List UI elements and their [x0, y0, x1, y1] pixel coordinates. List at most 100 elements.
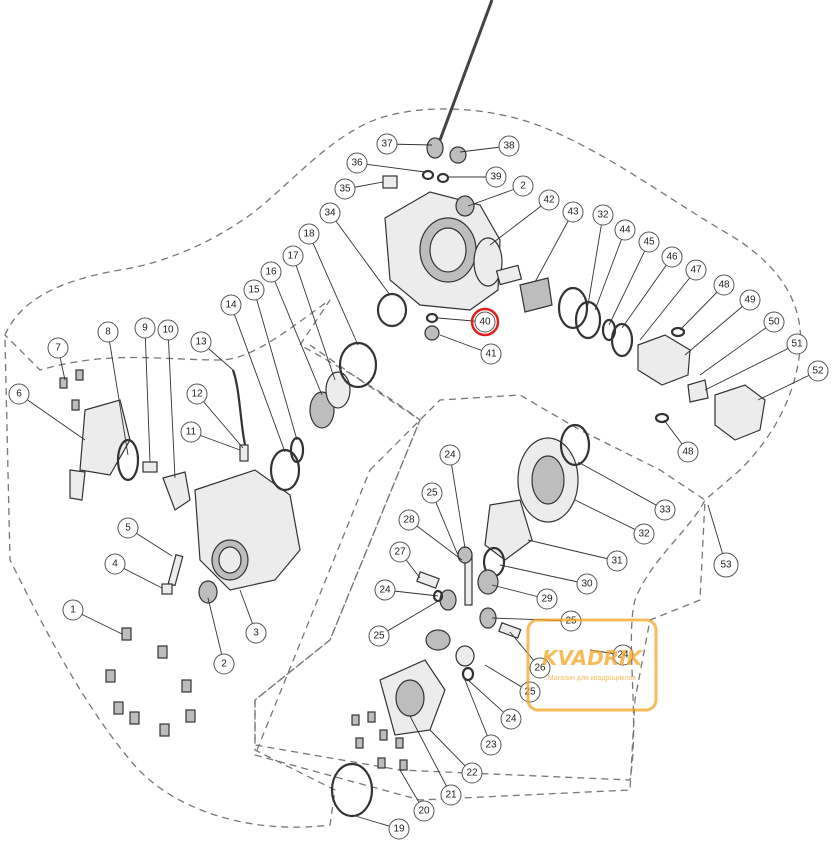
shim-34 [376, 292, 408, 328]
front-gear-case-3 [194, 469, 301, 591]
callout-circle [157, 319, 179, 341]
pinion-gear [495, 264, 553, 313]
callout-p14[interactable]: 14 [220, 294, 242, 316]
callout-p8[interactable]: 8 [97, 321, 119, 343]
callout-p48a[interactable]: 48 [713, 274, 735, 296]
callout-p31[interactable]: 31 [606, 550, 628, 572]
callout-p9[interactable]: 9 [134, 317, 156, 339]
callout-p16[interactable]: 16 [260, 261, 282, 283]
callout-circle [612, 644, 634, 666]
upper-group-outline [4, 108, 802, 781]
callout-p29[interactable]: 29 [536, 588, 558, 610]
callout-p34[interactable]: 34 [319, 202, 341, 224]
leader-p52 [757, 370, 819, 401]
callout-circle [480, 734, 502, 756]
callout-p46[interactable]: 46 [661, 246, 683, 268]
callout-circle [633, 523, 655, 545]
callout-p22[interactable]: 22 [461, 762, 483, 784]
callout-p3[interactable]: 3 [245, 622, 267, 644]
callout-p45[interactable]: 45 [638, 231, 660, 253]
callout-p20[interactable]: 20 [413, 800, 435, 822]
callout-p38[interactable]: 38 [498, 135, 520, 157]
callout-circle [346, 152, 368, 174]
callout-p15[interactable]: 15 [243, 279, 265, 301]
callout-p48b[interactable]: 48 [677, 441, 699, 463]
callout-circle [713, 274, 735, 296]
callout-p1[interactable]: 1 [62, 599, 84, 621]
nut-4 [161, 583, 173, 595]
fitting-12 [239, 444, 249, 462]
callout-p40[interactable]: 40 [474, 311, 496, 333]
callout-p25b[interactable]: 25 [368, 625, 390, 647]
callout-circle [439, 444, 461, 466]
clip-48 [670, 326, 686, 338]
callout-number: 41 [485, 349, 497, 360]
callout-p12[interactable]: 12 [186, 383, 208, 405]
gear-24c [425, 629, 451, 651]
callout-p39[interactable]: 39 [485, 166, 507, 188]
callout-p51[interactable]: 51 [786, 333, 808, 355]
callout-number: 19 [393, 824, 405, 835]
callout-p32a[interactable]: 32 [592, 204, 614, 226]
bolt-35 [382, 175, 398, 189]
callout-p23[interactable]: 23 [480, 734, 502, 756]
callout-p13[interactable]: 13 [190, 331, 212, 353]
callout-p24b[interactable]: 24 [374, 579, 396, 601]
callout-p37[interactable]: 37 [376, 133, 398, 155]
callout-p44[interactable]: 44 [614, 219, 636, 241]
callout-p2b[interactable]: 2 [512, 175, 534, 197]
callout-number: 8 [105, 327, 111, 338]
callout-p42[interactable]: 42 [538, 189, 560, 211]
callout-p18[interactable]: 18 [298, 223, 320, 245]
callout-p33[interactable]: 33 [654, 499, 676, 521]
callout-p4[interactable]: 4 [104, 553, 126, 575]
callout-p19[interactable]: 19 [388, 818, 410, 840]
callout-p17[interactable]: 17 [282, 245, 304, 267]
callout-circle [739, 289, 761, 311]
leader-p34 [329, 212, 391, 296]
callout-circle [319, 202, 341, 224]
callout-p36[interactable]: 36 [346, 152, 368, 174]
callout-p41[interactable]: 41 [480, 343, 502, 365]
callout-p11[interactable]: 11 [180, 421, 202, 443]
callout-circle [134, 317, 156, 339]
callout-number: 6 [16, 389, 22, 400]
callout-p52[interactable]: 52 [807, 360, 829, 382]
callout-p25d[interactable]: 25 [519, 681, 541, 703]
callout-p30[interactable]: 30 [576, 573, 598, 595]
callout-p25a[interactable]: 25 [421, 482, 443, 504]
callout-p7[interactable]: 7 [47, 337, 69, 359]
callout-p24a[interactable]: 24 [439, 444, 461, 466]
callout-p53[interactable]: 53 [713, 552, 739, 578]
callout-p27[interactable]: 27 [389, 541, 411, 563]
callout-p43[interactable]: 43 [562, 201, 584, 223]
callout-p5[interactable]: 5 [117, 517, 139, 539]
callout-p6[interactable]: 6 [8, 383, 30, 405]
callout-p32b[interactable]: 32 [633, 523, 655, 545]
callout-p26[interactable]: 26 [529, 657, 551, 679]
callout-circle [512, 175, 534, 197]
washer-24d [461, 666, 475, 682]
callout-number: 40 [479, 317, 491, 328]
leader-p9 [144, 327, 151, 463]
callout-p47[interactable]: 47 [685, 259, 707, 281]
leader-p14 [230, 304, 286, 453]
callout-circle [421, 482, 443, 504]
callout-p24d[interactable]: 24 [500, 708, 522, 730]
callout-number: 14 [225, 300, 237, 311]
watermark-logo: KVADRIK Магазин для квадроциклов [526, 618, 658, 712]
callout-number: 48 [718, 280, 730, 291]
callout-number: 5 [125, 523, 131, 534]
callout-p21[interactable]: 21 [440, 784, 462, 806]
callout-p50[interactable]: 50 [763, 311, 785, 333]
callout-p28[interactable]: 28 [398, 509, 420, 531]
callout-p35[interactable]: 35 [334, 178, 356, 200]
callout-p49[interactable]: 49 [739, 289, 761, 311]
callout-number: 24 [505, 714, 517, 725]
plug-38 [449, 146, 467, 164]
callout-p24c[interactable]: 24 [612, 644, 634, 666]
leader-p23 [464, 679, 492, 746]
callout-p2a[interactable]: 2 [213, 653, 235, 675]
callout-p10[interactable]: 10 [157, 319, 179, 341]
